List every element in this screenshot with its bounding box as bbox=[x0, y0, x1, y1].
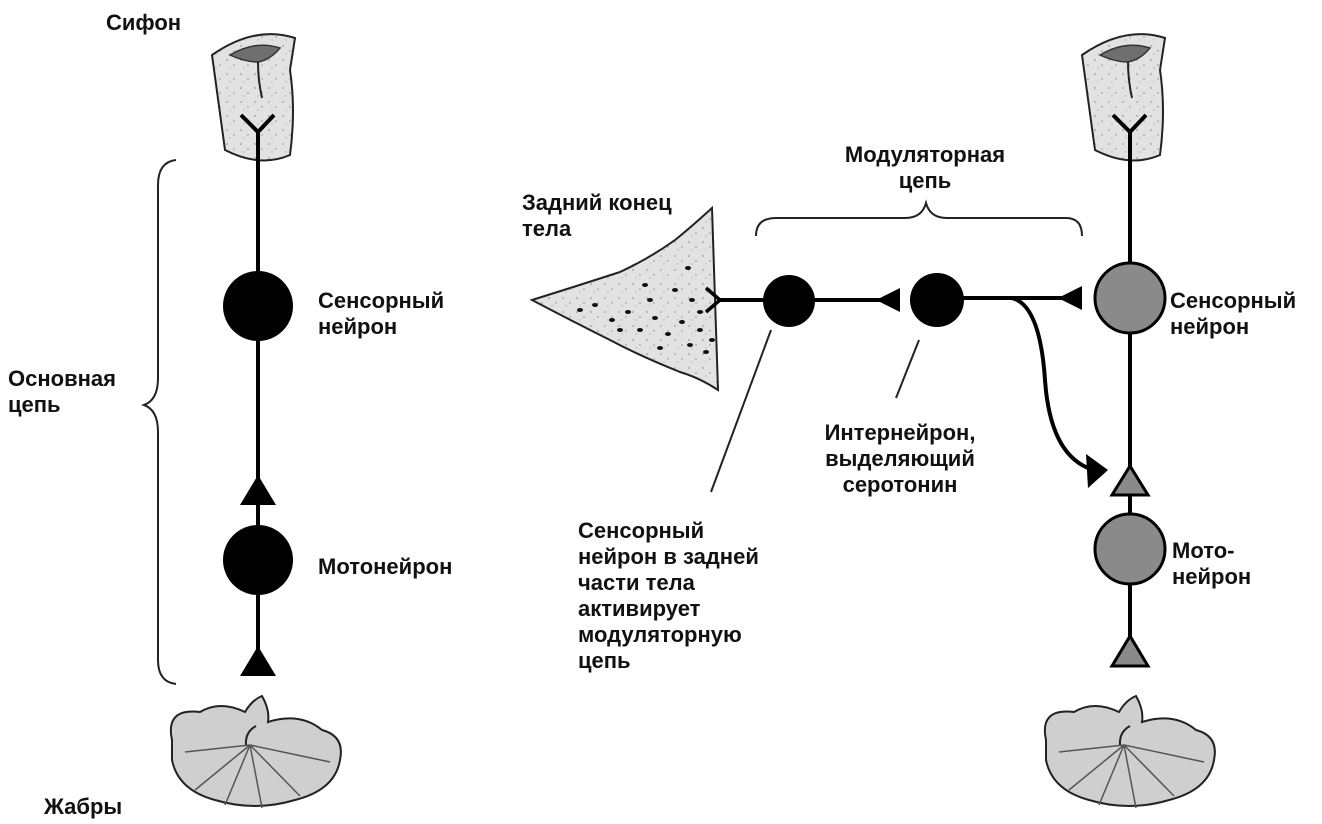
interneuron-branch bbox=[1012, 298, 1088, 468]
motor-neuron-left-label: Мотонейрон bbox=[318, 554, 452, 580]
tail-sensory-neuron-label: Сенсорный нейрон в задней части тела акт… bbox=[578, 518, 759, 674]
sensory-neuron-left-label: Сенсорный нейрон bbox=[318, 288, 444, 340]
motor-neuron-left bbox=[223, 525, 293, 595]
siphon-label: Сифон bbox=[106, 10, 181, 36]
siphon-right bbox=[1082, 34, 1165, 160]
main-circuit-label: Основная цепь bbox=[8, 366, 116, 418]
motor-neuron-right-label: Мото- нейрон bbox=[1172, 538, 1251, 590]
modulatory-circuit-brace bbox=[756, 203, 1082, 236]
sensory-neuron-left bbox=[223, 271, 293, 341]
tail-label: Задний конец тела bbox=[522, 190, 672, 242]
tail-sensory-pointer bbox=[711, 330, 771, 492]
synapse-terminal-left-2 bbox=[240, 646, 276, 676]
sensory-neuron-right-label: Сенсорный нейрон bbox=[1170, 288, 1296, 340]
interneuron-terminal-motor bbox=[1086, 454, 1108, 488]
siphon-left bbox=[212, 34, 295, 160]
tail-sensory-neuron bbox=[763, 275, 815, 327]
modulatory-circuit-label: Модуляторная цепь bbox=[825, 142, 1025, 194]
synapse-terminal-right-1 bbox=[1112, 466, 1148, 495]
interneuron-terminal-sensory bbox=[1058, 286, 1082, 310]
synapse-terminal-right-2 bbox=[1112, 636, 1148, 666]
gills-right bbox=[1045, 696, 1215, 808]
interneuron-label: Интернейрон, выделяющий серотонин bbox=[800, 420, 1000, 498]
motor-neuron-right bbox=[1095, 514, 1165, 584]
gills-label: Жабры bbox=[44, 794, 122, 820]
serotonin-interneuron bbox=[910, 273, 964, 327]
sensory-neuron-right bbox=[1095, 263, 1165, 333]
main-circuit-brace bbox=[144, 160, 176, 684]
tail-sensory-terminal bbox=[876, 288, 900, 312]
interneuron-pointer bbox=[896, 340, 919, 398]
gills-left bbox=[171, 696, 341, 808]
synapse-terminal-left-1 bbox=[240, 475, 276, 505]
